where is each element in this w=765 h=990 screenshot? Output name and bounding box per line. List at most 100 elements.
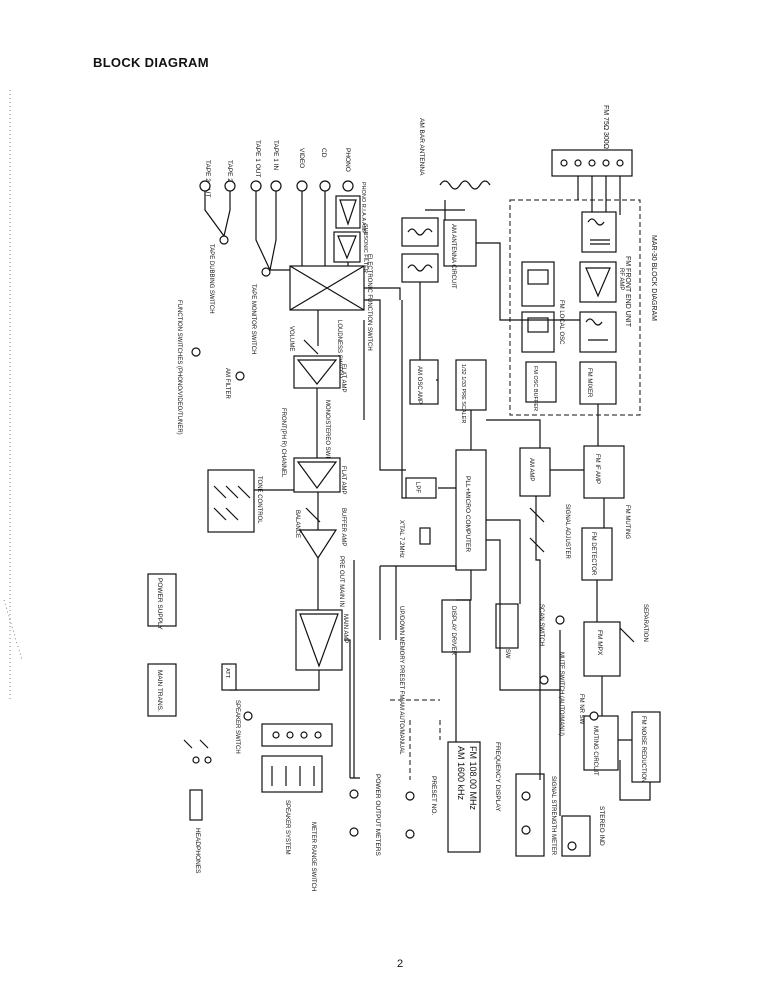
main-amp-label: MAIN AMP — [342, 614, 348, 643]
am-amp-label: AM AMP — [528, 458, 534, 481]
terminal-dot — [192, 756, 200, 764]
signal-wire — [476, 242, 580, 321]
rca-jack-icon — [224, 180, 236, 192]
fm-mixer-block — [579, 361, 617, 405]
am-antenna-label: AM BAR ANTENNA — [418, 118, 425, 176]
tape-dubbing-switch-label: TAPE DUBBING SWITCH — [208, 244, 214, 314]
bus-wire — [350, 320, 365, 779]
am-antenna-circuit-block — [443, 219, 477, 267]
subsonic-filter-label: SUBSONIC FILTER — [362, 224, 368, 273]
input-video: VIDEO — [298, 148, 305, 168]
fm-osc-buffer-label: FM OSC BUFFER — [532, 366, 538, 411]
terminal-dot — [574, 159, 582, 167]
rf-amp-triangle — [585, 267, 611, 298]
buffer-amp-label: BUFFER AMP — [340, 508, 346, 546]
led-icon — [521, 825, 531, 835]
terminal-dot — [602, 159, 610, 167]
rca-jack-icon — [296, 180, 308, 192]
input-phono: PHONO — [344, 148, 351, 172]
frequency-display-label: FREQUENCY DISPLAY — [494, 742, 501, 812]
function-switches-label: FUNCTION SWITCHES (PHONO/VIDEO/TUNER) — [176, 300, 182, 435]
bus-wire — [364, 287, 406, 471]
amp-triangle — [337, 235, 357, 260]
signal-wire — [301, 191, 349, 266]
tone-control-block — [207, 469, 255, 533]
lamp-indicator — [589, 711, 599, 721]
am-antenna-circuit-label: AM ANTENNA CIRCUIT — [450, 224, 456, 289]
main-trans-block — [147, 663, 177, 717]
bar-antenna-coil — [439, 180, 491, 190]
terminal-dot — [314, 731, 322, 739]
am-osc-amp-block — [409, 359, 439, 405]
terminal-dot — [204, 756, 212, 764]
terminal-dot — [272, 731, 280, 739]
scan-artifact — [3, 599, 23, 661]
led-icon — [405, 829, 415, 839]
page-number: 2 — [397, 958, 404, 970]
am-tuning-coil — [401, 217, 439, 247]
speaker-lead — [271, 766, 315, 786]
meter-range-switch-label: METER RANGE SWITCH — [310, 822, 316, 891]
antenna-lead — [577, 176, 621, 215]
diagram-title: MAR-30 BLOCK DIAGRAM — [650, 235, 657, 321]
amp-triangle — [299, 613, 339, 668]
fm-am-auto-sw-block — [495, 603, 519, 649]
lamp-indicator — [243, 711, 253, 721]
fm-nr-sw-label: FM NR SW — [578, 694, 584, 725]
fm-antenna-label: FM 75Ω 300Ω — [602, 105, 609, 149]
speaker-system-label: SPEAKER SYSTEM — [284, 800, 290, 855]
switch-icon — [219, 235, 229, 245]
lpf-block — [405, 477, 437, 499]
rca-jack-icon — [250, 180, 262, 192]
led-icon — [349, 789, 359, 799]
tape-wire — [204, 191, 290, 271]
led-icon — [521, 791, 531, 801]
am-osc-coil — [401, 253, 439, 283]
input-tape1-out: TAPE 1 OUT — [254, 140, 261, 177]
coil-symbol — [527, 317, 549, 333]
fm-osc-buffer-block — [525, 361, 557, 403]
amp-triangle — [296, 461, 338, 490]
coil-symbol — [407, 228, 433, 236]
display-driver-label: DISPLAY DRIVER — [450, 606, 456, 656]
switch-icon — [261, 267, 271, 277]
freq-fm-readout: FM 108.00 MHz — [468, 746, 478, 811]
terminal-dot — [588, 159, 596, 167]
coil-symbol — [587, 218, 610, 245]
trim-pot — [529, 507, 545, 553]
xtal-label: X'TAL 7.2MHz — [398, 520, 404, 558]
terminal-dot — [616, 159, 624, 167]
terminal-dot — [300, 731, 308, 739]
input-tape2-out: TAPE 2 OUT — [204, 160, 211, 197]
main-trans-label: MAIN TRANS. — [156, 670, 163, 712]
terminal-dot — [560, 159, 568, 167]
rf-amp-label: RF AMP — [618, 268, 624, 290]
tone-pot-icon — [213, 485, 251, 521]
prescaler-label: 1/32 1/33 PRE SCALER — [460, 364, 466, 423]
signal-wire — [550, 404, 632, 741]
stereo-ind-panel — [561, 815, 591, 857]
power-supply-label: POWER SUPPLY — [156, 578, 163, 630]
rca-jack-icon — [319, 180, 331, 192]
fm-muting-label: FM MUTING — [624, 505, 630, 539]
lamp-indicator — [191, 347, 201, 357]
separation-label: SEPARATION — [642, 604, 648, 642]
led-icon — [349, 827, 359, 837]
control-wire — [379, 565, 472, 640]
signal-wire — [401, 300, 438, 499]
lamp-indicator — [555, 615, 565, 625]
control-wire — [390, 699, 441, 780]
antenna-capacitor — [425, 200, 465, 220]
signal-strength-meter-label: SIGNAL STRENGTH METER — [550, 776, 556, 856]
volume-pot-icon — [303, 339, 319, 355]
speaker-switch-label: SPEAKER SWITCH — [234, 700, 240, 754]
am-osc-amp-label: AM OSC AMP — [416, 366, 422, 404]
phono-amp-label: PHONO R.I.A.A AMP — [360, 182, 366, 234]
signal-wire — [419, 282, 541, 489]
muting-circuit-block — [583, 715, 619, 771]
am-amp-block — [519, 447, 551, 497]
fm-detector-label: FM DETECTOR — [590, 532, 596, 576]
scan-switch-label: SCAN SWITCH — [538, 604, 544, 646]
muting-circuit-label: MUTING CIRCUIT — [592, 726, 598, 776]
balance-label: BALANCE — [294, 510, 300, 538]
